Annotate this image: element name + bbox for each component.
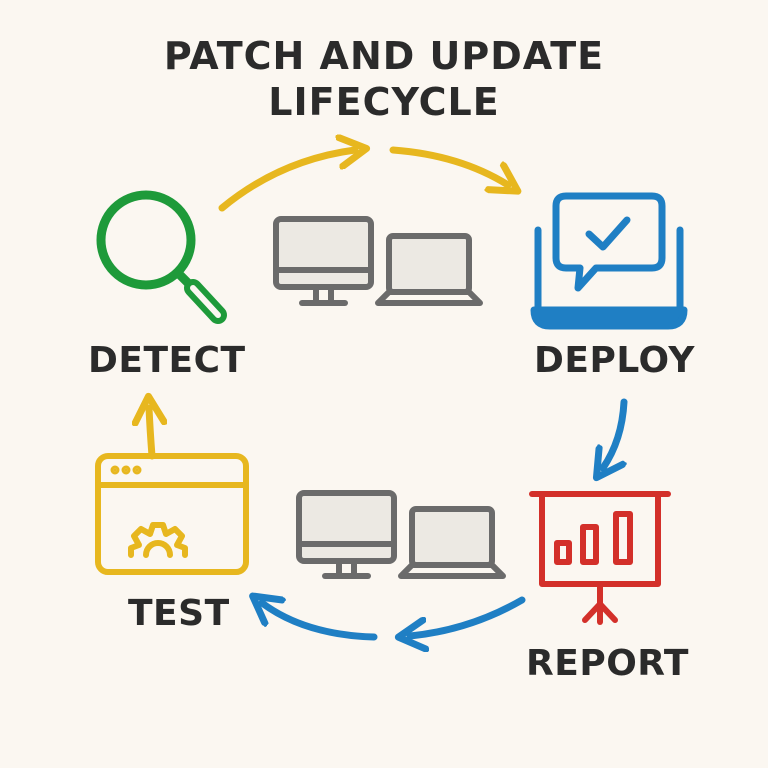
magnifier-icon <box>96 190 227 324</box>
arrow-top-to-deploy <box>389 146 508 185</box>
step-label-deploy: DEPLOY <box>534 340 695 381</box>
diagram-title-line-2: LIFECYCLE <box>268 80 500 124</box>
arrow-detect-to-top <box>218 150 355 212</box>
diagram-title-line-1: PATCH AND UPDATE <box>163 34 605 78</box>
browser-gear-icon <box>95 453 249 575</box>
step-label-report: REPORT <box>526 643 689 684</box>
laptop-icon-top <box>375 233 483 306</box>
arrow-test-to-detect <box>149 408 152 460</box>
arrow-bottom-to-test <box>262 603 378 641</box>
arrow-report-to-bottom <box>410 596 526 636</box>
presentation-chart-icon <box>529 491 671 625</box>
step-label-detect: DETECT <box>88 340 246 381</box>
step-label-test: TEST <box>128 593 230 634</box>
desktop-monitor-icon-top <box>273 216 374 306</box>
arrow-deploy-to-report <box>603 398 628 468</box>
laptop-icon-bottom <box>398 506 506 579</box>
desktop-monitor-icon-bottom <box>296 490 397 579</box>
laptop-chat-check-icon <box>530 192 688 330</box>
